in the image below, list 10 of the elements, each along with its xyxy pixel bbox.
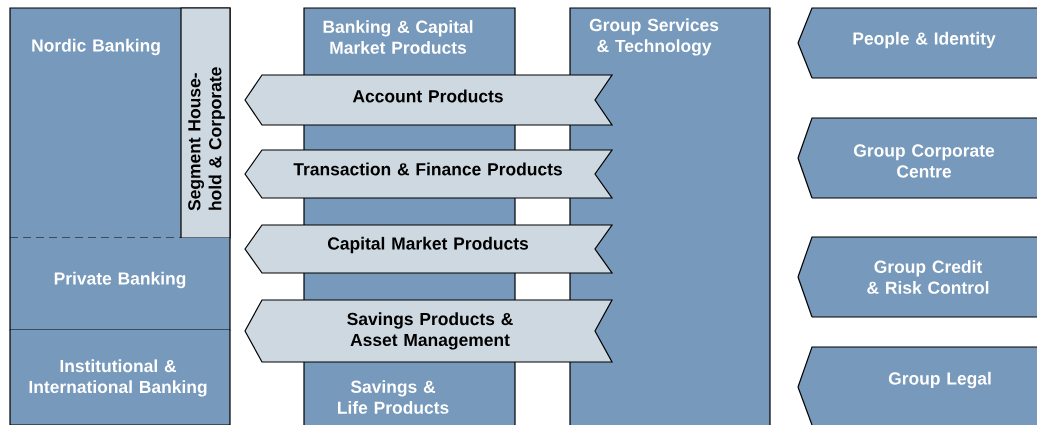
function-pentagon: Group Legal [797,346,1037,425]
segment-box: Segment House-hold & Corporate [180,7,231,239]
unit-box: Institutional & International Banking [9,329,231,425]
node-label: Private Banking [54,271,186,289]
node-label: Nordic Banking [32,38,160,56]
function-pentagon: Group Credit & Risk Control [797,236,1037,318]
function-pentagon: Group Corporate Centre [797,117,1037,199]
node-label: Institutional & International Banking [29,359,207,397]
product-column: Group Services & Technology [569,7,771,425]
unit-box: Private Banking [9,237,231,331]
